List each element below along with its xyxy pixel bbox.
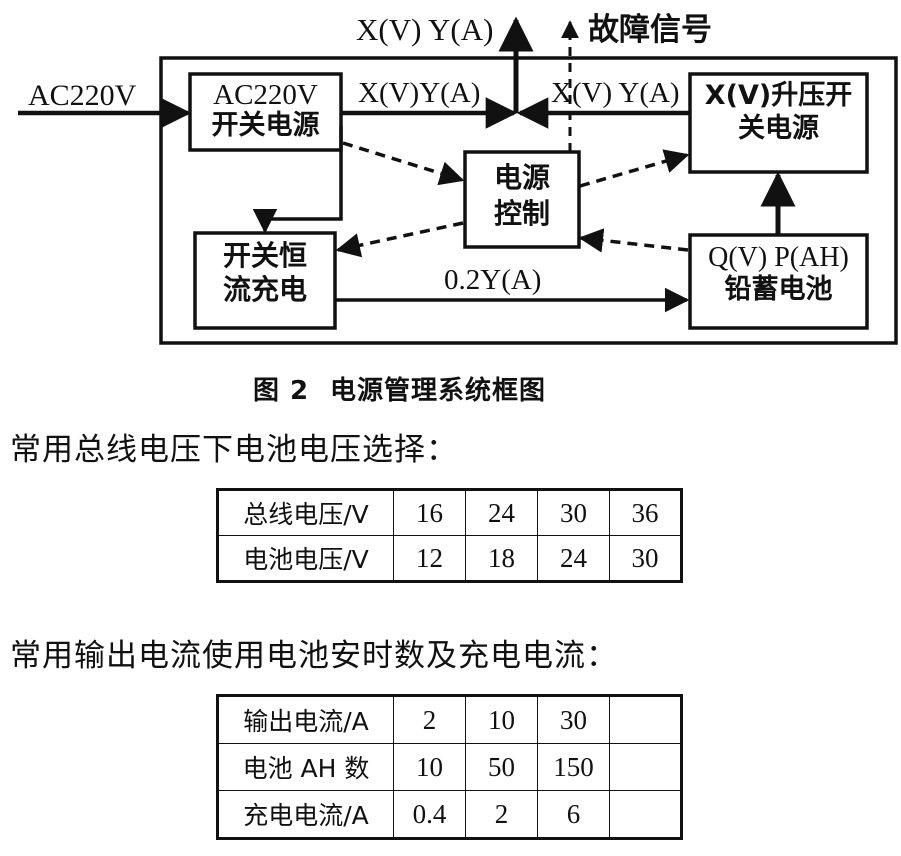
label-left-bus: X(V)Y(A) <box>358 77 481 109</box>
arrow-psu-to-controller <box>342 141 465 186</box>
figure-caption-number: 图 2 <box>253 376 310 406</box>
box-psu-line1: AC220V <box>213 79 318 111</box>
arrow-controller-to-boost <box>579 149 690 188</box>
label-fault-signal: 故障信号 <box>588 12 712 48</box>
label-mains-input: AC220V <box>28 79 137 112</box>
box-battery-line2: 铅蓄电池 <box>724 274 833 306</box>
table2-row0-cell0: 2 <box>393 695 466 744</box>
table2-row0-head: 输出电流/A <box>217 695 394 744</box>
box-battery-line1: Q(V) P(AH) <box>708 242 849 273</box>
table1-row0-cell1: 24 <box>465 489 538 536</box>
box-boost-line1: X(V)升压开 <box>704 80 853 111</box>
table1-row1-cell2: 24 <box>537 535 610 582</box>
arrow-psu-to-charger <box>252 127 343 234</box>
table1-row0-head: 总线电压/V <box>217 489 394 536</box>
table2-row0-cell2: 30 <box>537 695 610 744</box>
table2-row2-head: 充电电流/A <box>217 790 394 839</box>
table1-row1-cell0: 12 <box>393 535 466 582</box>
box-controller-text: 电源 控制 <box>465 161 579 231</box>
table1-row0-cell0: 16 <box>393 489 466 536</box>
table2-row1-cell2: 150 <box>537 743 610 791</box>
box-battery-text: Q(V) P(AH) 铅蓄电池 <box>690 242 867 306</box>
table1-row1-cell1: 18 <box>465 535 538 582</box>
box-controller <box>463 150 581 249</box>
label-right-bus: X(V) Y(A) <box>551 77 680 109</box>
section2-heading: 常用输出电流使用电池安时数及充电电流： <box>10 638 618 674</box>
arrow-battery-to-controller <box>578 228 689 253</box>
block-diagram-figure: AC220V X(V) Y(A) 故障信号 X(V)Y(A) X(V) Y(A)… <box>0 0 901 352</box>
figure-caption-title: 电源管理系统框图 <box>330 376 547 406</box>
table2-row0-cell3 <box>609 695 682 744</box>
box-boost-text: X(V)升压开 关电源 <box>690 81 867 143</box>
box-controller-line2: 控制 <box>493 197 550 231</box>
table2-row2-cell1: 2 <box>465 790 538 839</box>
table1-row1-head: 电池电压/V <box>217 535 394 582</box>
box-battery <box>688 233 869 330</box>
table2-row1-cell0: 10 <box>393 743 466 791</box>
system-frame <box>159 56 898 345</box>
box-boost <box>688 72 869 174</box>
table2-row2-cell2: 6 <box>537 790 610 839</box>
box-controller-line1: 电源 <box>493 161 550 194</box>
table-row: 输出电流/A 2 10 30 <box>217 695 682 744</box>
box-charger-line1: 开关恒 <box>222 239 307 272</box>
label-output-bus: X(V) Y(A) <box>356 12 494 47</box>
table1-row0-cell3: 36 <box>609 489 682 536</box>
bus-voltage-table: 总线电压/V 16 24 30 36 电池电压/V 12 18 24 30 <box>216 488 683 583</box>
table1-row1-cell3: 30 <box>609 535 682 582</box>
table-row: 电池电压/V 12 18 24 30 <box>217 535 682 582</box>
table2-row1-cell1: 50 <box>465 743 538 791</box>
box-psu-line2: 开关电源 <box>211 110 320 142</box>
table2-row0-cell1: 10 <box>465 695 538 744</box>
box-boost-line2: 关电源 <box>738 113 819 145</box>
table2-row2-cell0: 0.4 <box>393 790 466 839</box>
box-psu-text: AC220V 开关电源 <box>190 79 341 142</box>
output-current-table: 输出电流/A 2 10 30 电池 AH 数 10 50 150 充电电流/A … <box>216 694 683 840</box>
table1-row0-cell2: 30 <box>537 489 610 536</box>
section1-heading: 常用总线电压下电池电压选择： <box>10 432 458 468</box>
table-row: 电池 AH 数 10 50 150 <box>217 743 682 791</box>
label-charge-current: 0.2Y(A) <box>444 264 542 296</box>
table2-row1-head: 电池 AH 数 <box>217 743 394 791</box>
arrow-controller-to-charger <box>335 221 464 258</box>
box-charger-line2: 流充电 <box>222 273 307 307</box>
table2-row2-cell3 <box>609 790 682 839</box>
block-diagram-svg <box>18 16 898 345</box>
table-row: 充电电流/A 0.4 2 6 <box>217 790 682 839</box>
box-charger-text: 开关恒 流充电 <box>195 239 335 307</box>
table2-row1-cell3 <box>609 743 682 791</box>
table-row: 总线电压/V 16 24 30 36 <box>217 489 682 536</box>
